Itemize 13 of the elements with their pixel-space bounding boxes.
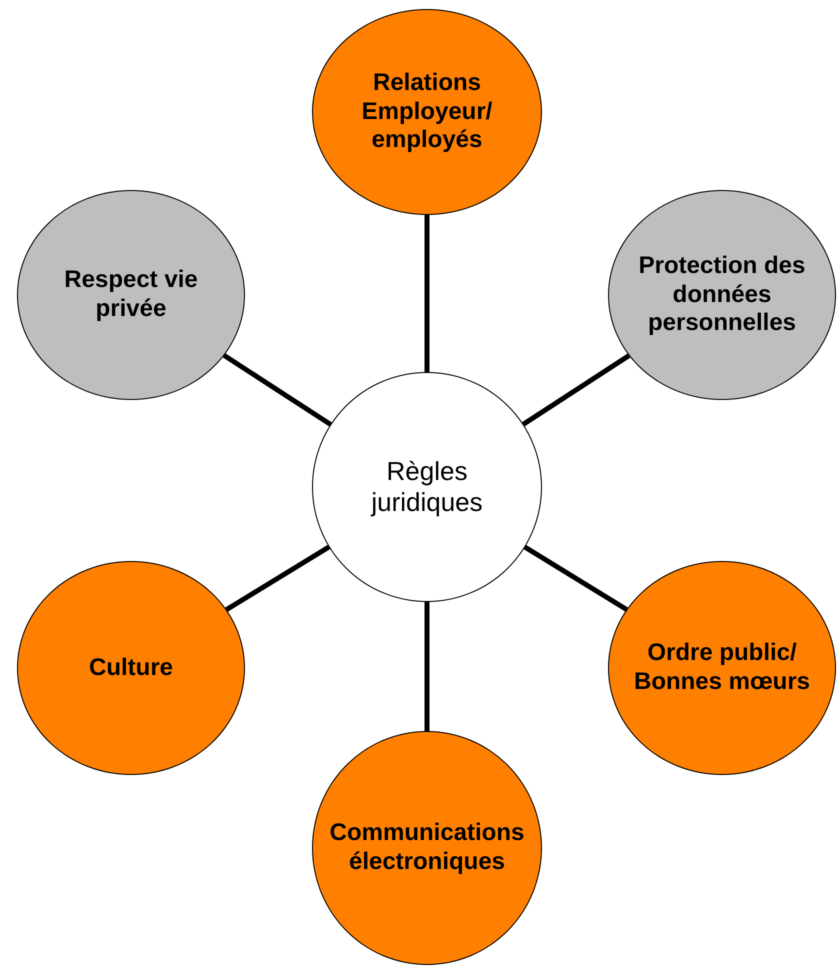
node-label: Ordre public/ Bonnes mœurs <box>632 639 811 697</box>
node-label: Relations Employeur/ employés <box>360 68 494 156</box>
connector-line <box>225 544 330 612</box>
node-label: Protection des données personnelles <box>638 252 806 338</box>
connector-line <box>522 354 630 426</box>
node-label: Culture <box>89 654 173 682</box>
node-label: Communications électroniques <box>328 819 526 877</box>
connector-line <box>424 602 430 731</box>
node-label: Règles juridiques <box>370 456 484 518</box>
connector-line <box>424 215 430 372</box>
node-label: Respect vie privée <box>63 266 199 324</box>
connector-line <box>524 545 628 612</box>
connector-line <box>222 353 332 427</box>
